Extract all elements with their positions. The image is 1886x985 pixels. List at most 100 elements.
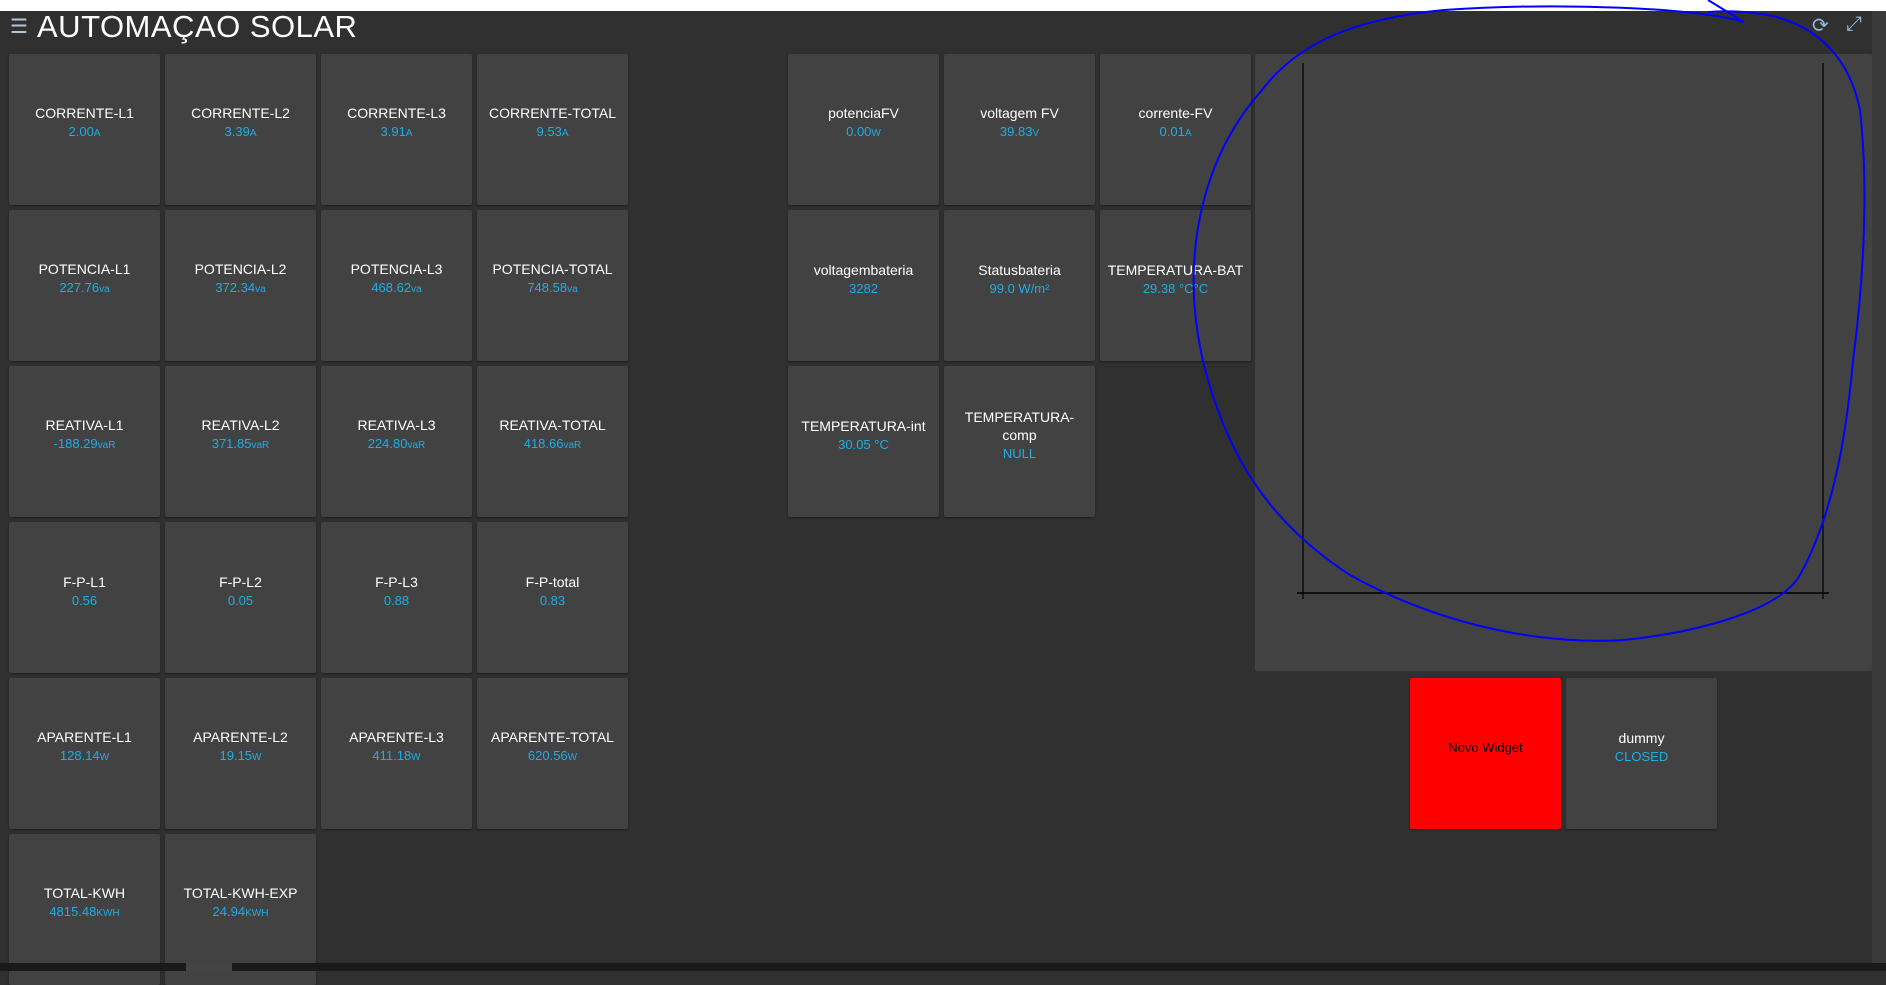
novo-widget-tile[interactable]: Novo Widget	[1410, 678, 1561, 829]
tile-reativa-total[interactable]: REATIVA-TOTAL 418.66vaR	[477, 366, 628, 517]
tile-value: 0.56	[72, 591, 97, 611]
value-number: 128.14	[59, 747, 100, 763]
tile-value: 0.88	[384, 591, 409, 611]
tile-label: Novo Widget	[1448, 739, 1523, 755]
value-number: -188.29	[53, 435, 98, 451]
value-unit: va	[99, 283, 110, 295]
value-unit: va	[255, 283, 266, 295]
tile-value: 19.15W	[220, 746, 262, 768]
tile-value: 0.01A	[1160, 122, 1192, 144]
tile-value: 3282	[849, 279, 878, 299]
value-unit: A	[561, 127, 569, 139]
value-number: 24.94	[212, 903, 246, 919]
tile-reativa-l1[interactable]: REATIVA-L1-188.29vaR	[9, 366, 160, 517]
tile-label: voltagem FV	[980, 104, 1059, 121]
tile-label: APARENTE-TOTAL	[491, 728, 614, 745]
tile-value: 748.58va	[527, 278, 577, 300]
tile-value: -188.29vaR	[54, 434, 116, 456]
tile-value: 227.76va	[59, 278, 109, 300]
value-number: 0.05	[227, 592, 254, 608]
tile-value: 620.56W	[528, 746, 577, 768]
value-number: 411.18	[372, 747, 412, 763]
tile-value: 30.05 °C	[838, 435, 889, 455]
tile-label: TEMPERATURA-comp	[964, 408, 1075, 443]
value-unit: W	[252, 751, 262, 763]
value-unit: vaR	[251, 439, 270, 451]
tile-label: CORRENTE-L3	[347, 104, 446, 121]
dummy-tile[interactable]: dummy CLOSED	[1566, 678, 1717, 829]
value-number: 39.83	[999, 123, 1033, 139]
horizontal-scrollbar[interactable]	[0, 963, 1886, 971]
value-number: 227.76	[59, 279, 100, 295]
value-number: 620.56	[527, 747, 568, 763]
tile-label: APARENTE-L3	[349, 728, 444, 745]
hamburger-icon[interactable]: ☰	[10, 16, 28, 38]
tile-label: F-P-L1	[63, 573, 106, 590]
tile-value: 224.80vaR	[368, 434, 426, 456]
tile-label: potenciaFV	[828, 104, 899, 121]
value-unit: KWH	[96, 907, 120, 919]
tile-value: 128.14W	[60, 746, 109, 768]
tile-value: 372.34va	[215, 278, 265, 300]
tile-label: voltagembateria	[813, 261, 914, 278]
value-number: 0.88	[383, 592, 410, 608]
tile-label: REATIVA-TOTAL	[499, 416, 606, 433]
value-number: 418.66	[523, 435, 564, 451]
value-unit: W	[567, 751, 578, 763]
value-unit: A	[405, 127, 413, 139]
tile-label: CORRENTE-L1	[35, 104, 134, 121]
refresh-icon[interactable]: ⟳	[1812, 15, 1829, 37]
expand-icon[interactable]: ⤢	[1846, 13, 1862, 35]
tile-label: APARENTE-L2	[193, 728, 288, 745]
tile-label: POTENCIA-L2	[194, 260, 287, 277]
scrollbar-thumb[interactable]	[186, 963, 232, 971]
tile-value: 29.38 °C°C	[1143, 279, 1208, 299]
value-unit: vaR	[407, 439, 426, 451]
tile-label: REATIVA-L1	[45, 416, 124, 433]
value-unit: va	[567, 283, 578, 295]
value-number: 9.53	[536, 123, 562, 139]
value-unit: vaR	[563, 439, 582, 451]
tile-temperatura-bat[interactable]: TEMPERATURA-BAT 29.38 °C°C	[1100, 210, 1251, 361]
tile-value: 2.00A	[69, 122, 101, 144]
value-unit: A	[93, 127, 101, 139]
tile-label: TEMPERATURA-BAT	[1107, 261, 1244, 278]
value-number: 29.38 °C°C	[1142, 280, 1209, 296]
tile-label: TEMPERATURA-int	[801, 417, 926, 434]
value-number: 468.62	[371, 279, 412, 295]
tile-value: CLOSED	[1614, 748, 1669, 764]
header: ☰ AUTOMAÇAO SOLAR ⟳ ⤢	[0, 9, 1872, 51]
tile-voltagem-fv[interactable]: voltagem FV 39.83V	[944, 54, 1095, 205]
value-unit: V	[1032, 127, 1040, 139]
tile-label: REATIVA-L3	[357, 416, 436, 433]
top-strip	[0, 0, 1886, 11]
vertical-scrollbar[interactable]	[1872, 11, 1886, 963]
tile-value: 0.05	[228, 591, 253, 611]
